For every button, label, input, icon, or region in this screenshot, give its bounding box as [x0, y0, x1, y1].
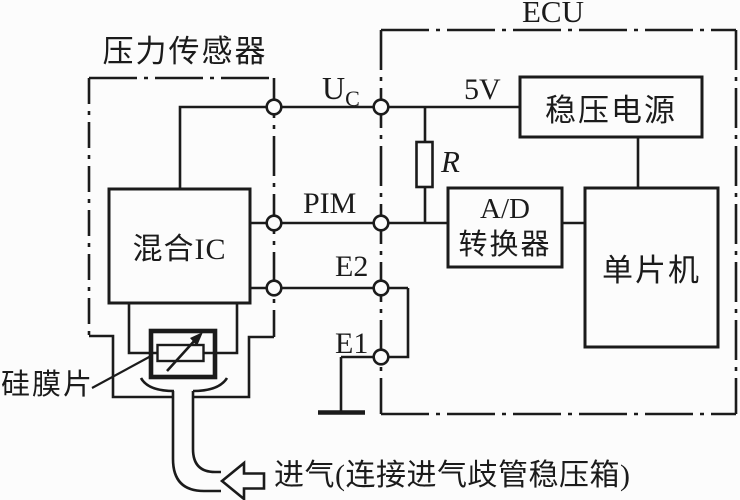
regulator-box — [518, 75, 704, 139]
regulator-label: 稳压电源 — [545, 92, 677, 128]
e2-terminal-label: E2 — [335, 250, 369, 283]
diaphragm-arc-left — [139, 377, 175, 393]
intake-tube-outer — [171, 391, 221, 493]
adc-label: A/D 转换器 — [448, 188, 562, 267]
sensor-terminal-e2 — [265, 279, 283, 297]
resistor-symbol — [415, 140, 434, 189]
uc-label-main: U — [322, 70, 346, 106]
ecu-terminal-uc — [372, 98, 390, 116]
wire-e2-e1-bracket — [341, 288, 410, 359]
gauge-arrow-head — [190, 332, 203, 346]
supply-5v-label: 5V — [464, 73, 501, 106]
adc-label-line2: 转换器 — [458, 228, 552, 261]
sensor-terminal-uc — [265, 98, 283, 116]
diaphragm-arc-right — [192, 377, 229, 393]
gauge-outer-box — [148, 328, 218, 380]
sensor-terminal-pim — [265, 214, 283, 232]
intake-tube-inner — [191, 391, 221, 474]
intake-label: 进气(连接进气歧管稳压箱) — [274, 459, 631, 492]
gauge-resistor-box — [156, 343, 205, 363]
sensor-housing-outline — [89, 334, 274, 399]
ecu-terminal-pim — [372, 214, 390, 232]
diaphragm-label: 硅膜片 — [1, 369, 95, 401]
ecu-title: ECU — [522, 0, 584, 29]
intake-arrow-icon — [219, 460, 266, 500]
sensor-boundary — [87, 76, 276, 337]
ecu-terminal-e2 — [372, 279, 390, 297]
sensor-title: 压力传感器 — [102, 34, 268, 69]
terminal-nodes — [265, 98, 390, 366]
wire-gauge-right — [204, 303, 239, 355]
hybrid-ic-label: 混合IC — [132, 233, 227, 266]
resistor-label: R — [441, 144, 460, 179]
adc-label-line1: A/D — [480, 193, 530, 226]
ecu-terminal-e1 — [372, 348, 390, 366]
pim-terminal-label: PIM — [303, 187, 357, 220]
uc-terminal-label: UC — [322, 72, 360, 110]
adc-box — [446, 186, 564, 269]
mcu-label: 单片机 — [602, 253, 701, 288]
diaphragm-leader-line — [91, 355, 152, 389]
wire-gauge-left — [127, 303, 158, 355]
gauge-arrow-shaft — [166, 338, 197, 372]
uc-label-subscript: C — [345, 86, 360, 111]
wire-uc-5v — [178, 105, 520, 189]
e1-terminal-label: E1 — [335, 327, 369, 360]
mcu-box — [583, 186, 720, 349]
hybrid-ic-box — [107, 187, 252, 305]
